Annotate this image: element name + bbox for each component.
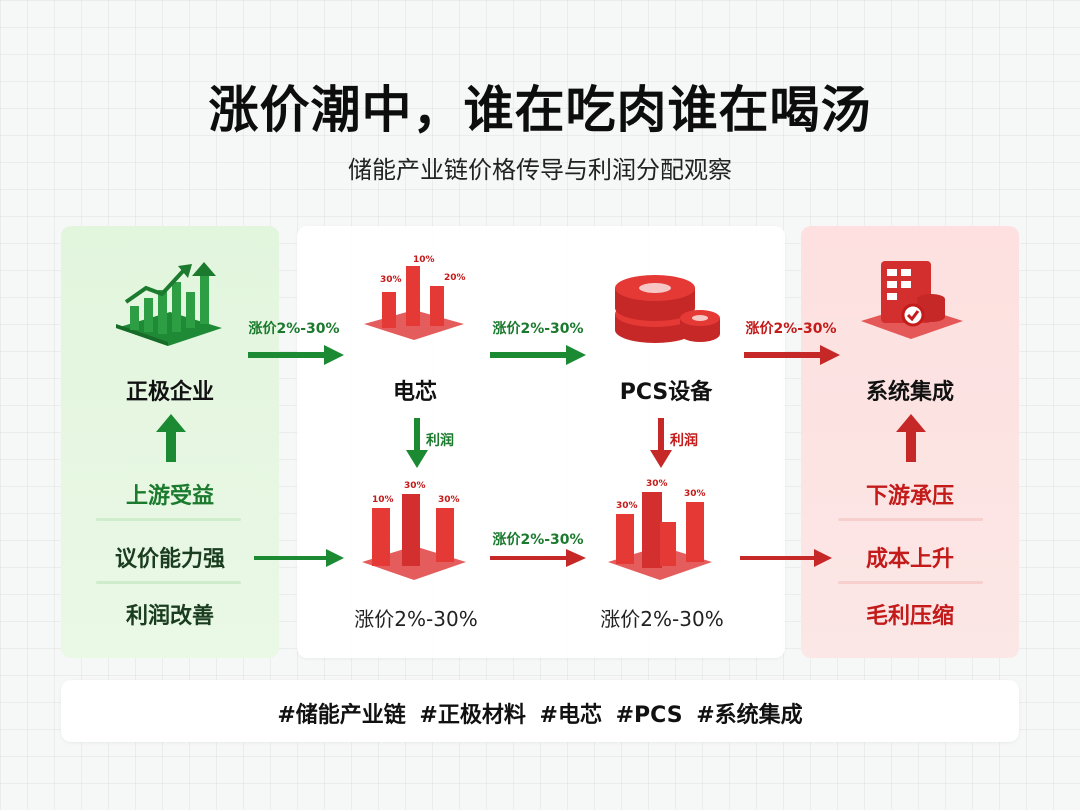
hashtag-bar [61,680,1019,742]
cell-cost-label-1: 10% [372,495,394,505]
profit-label-pcs: 利润 [670,433,698,449]
cell-cost-label-2: 30% [404,481,426,491]
upstream-item-profit: 利润改善 [125,604,214,629]
midstream-panel [297,226,785,658]
pcs-price-caption: 涨价2%-30% [600,607,724,631]
divider [838,518,983,521]
node-cathode: 正极企业 [125,380,214,405]
downstream-pressure-label: 下游承压 [865,484,954,509]
arrow-right-icon [740,549,832,567]
pcs-cost-label-3: 30% [684,489,706,499]
node-cell: 电芯 [392,380,437,405]
arrow-right-icon [744,345,840,365]
arrow-right-icon [490,549,586,567]
arrow-up-icon [156,414,186,462]
pcs-equipment-icon [615,275,720,343]
arrow-down-icon [406,418,428,468]
upstream-item-bargaining: 议价能力强 [114,547,225,572]
arrow-right-icon [490,345,586,365]
upstream-benefit-label: 上游受益 [125,484,214,509]
arrow-right-icon [248,345,344,365]
cell-bar-label-1: 30% [380,275,402,285]
node-system: 系统集成 [865,380,954,405]
divider [96,518,241,521]
arrow-label-cathode-cell: 涨价2%-30% [248,321,340,337]
divider [838,581,983,584]
divider [96,581,241,584]
pcs-cost-bar-icon: 30% 30% 30% [608,479,712,580]
system-integration-icon [861,261,963,339]
cell-price-caption: 涨价2%-30% [354,607,478,631]
cell-bar-chart-icon: 30% 10% 20% [364,255,466,340]
growth-chart-icon [116,262,222,346]
arrow-right-icon [254,549,344,567]
pcs-cost-label-2: 30% [646,479,668,489]
arrow-label-cell-pcs: 涨价2%-30% [492,321,584,337]
node-pcs: PCS设备 [619,380,713,405]
arrow-down-icon [650,418,672,468]
page-title: 涨价潮中，谁在吃肉谁在喝汤 [208,81,872,139]
arrow-up-icon [896,414,926,462]
downstream-item-margin: 毛利压缩 [865,604,954,629]
cell-bar-label-3: 20% [444,273,466,283]
cell-cost-bar-icon: 10% 30% 30% [362,481,466,580]
pcs-cost-label-1: 30% [616,501,638,511]
arrow-label-bottom-mid: 涨价2%-30% [492,532,584,548]
arrow-label-pcs-system: 涨价2%-30% [745,321,837,337]
cell-bar-label-2: 10% [413,255,435,265]
profit-label-cell: 利润 [426,433,454,449]
hashtag-list: #储能产业链 #正极材料 #电芯 #PCS #系统集成 [277,703,803,728]
cell-cost-label-3: 30% [438,495,460,505]
downstream-item-cost: 成本上升 [865,547,954,572]
page-subtitle: 储能产业链价格传导与利润分配观察 [348,156,732,184]
